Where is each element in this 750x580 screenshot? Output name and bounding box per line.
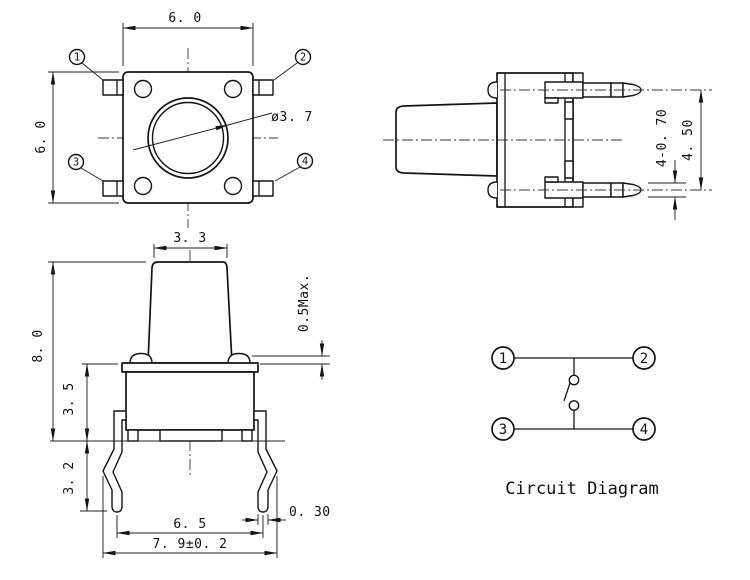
- front-view: 3. 3 8. 0 3. 5 3. 2 0.5Max.: [31, 231, 331, 558]
- terminal-circle: [491, 346, 515, 370]
- dim-total-height: 8. 0: [31, 261, 146, 442]
- callout-number: 2: [300, 52, 306, 64]
- pin-tab: [544, 97, 559, 104]
- corner-rivet-3: [133, 176, 153, 196]
- callout-circle: [296, 152, 314, 170]
- extension-lines: [648, 182, 686, 198]
- base-center-boss: [159, 429, 223, 442]
- terminal-circle: [632, 417, 656, 441]
- terminal-number: 2: [640, 351, 648, 367]
- dim-label-pin-pitch: 4. 50: [681, 119, 696, 161]
- contact-upper: [568, 374, 580, 386]
- corner-rivet-1: [133, 79, 153, 99]
- switch-pins-top-view: [102, 79, 274, 197]
- dim-button-diameter: ø3. 7: [132, 110, 313, 151]
- pin-callout-4: 4: [274, 152, 314, 182]
- circuit-wires: [514, 357, 633, 430]
- corner-rivet-4: [223, 176, 243, 196]
- cover-clip-top: [564, 101, 574, 120]
- terminal-2: 2: [632, 346, 656, 370]
- pin-divider-lines: [116, 80, 260, 196]
- dim-label-button-dia: ø3. 7: [271, 110, 313, 125]
- switch-lever: [563, 382, 571, 402]
- dim-label-body-height: 3. 5: [62, 382, 77, 415]
- button-stem-front: [147, 261, 233, 364]
- corner-rivet-2: [223, 79, 243, 99]
- dim-label-width: 6. 0: [168, 11, 201, 26]
- dim-label-height: 6. 0: [34, 120, 49, 153]
- callout-leader: [273, 62, 298, 81]
- top-view: 6. 0 6. 0 ø3. 7 1 2 3: [34, 11, 314, 228]
- callout-circle: [68, 48, 86, 66]
- dim-label-stroke-max: 0.5Max.: [297, 274, 312, 332]
- side-view-centerlines: [383, 89, 712, 191]
- pin-tab: [544, 176, 559, 183]
- cover-bumps-front: [129, 352, 251, 364]
- dim-label-leg-span-inner: 6. 5: [173, 517, 206, 532]
- dim-top-height: 6. 0: [34, 71, 119, 204]
- terminal-number: 3: [499, 422, 507, 438]
- extension-lines: [153, 244, 228, 258]
- base-stub-left: [127, 429, 139, 442]
- side-view: 4-0. 70 4. 50: [383, 72, 712, 220]
- leg-left: [102, 410, 127, 513]
- terminal-number: 4: [640, 422, 648, 438]
- dim-label-pin-width: 4-0. 70: [655, 109, 670, 167]
- extension-lines: [48, 71, 119, 204]
- base-stub-right: [241, 429, 253, 442]
- button-stem-side: [395, 102, 498, 177]
- callout-circle: [67, 153, 85, 171]
- cover-plate: [121, 362, 259, 373]
- dim-label-stem-width: 3. 3: [173, 231, 206, 246]
- callout-leader: [81, 62, 104, 81]
- extension-lines: [122, 23, 254, 66]
- terminal-1: 1: [491, 346, 515, 370]
- terminal-circle: [632, 346, 656, 370]
- dim-leg-thickness: 0. 30: [242, 505, 331, 525]
- callout-leader: [80, 167, 104, 182]
- callout-number: 1: [74, 52, 80, 64]
- cover-clip-bottom: [564, 160, 574, 179]
- extension-lines: [102, 476, 278, 558]
- leader-line: [132, 112, 273, 151]
- callout-leader: [274, 166, 301, 182]
- cover-bumps-side: [487, 81, 498, 199]
- dim-pin-width: 4-0. 70: [648, 109, 686, 220]
- dim-label-leg-span-outer: 7. 9±0. 2: [153, 537, 228, 552]
- extension-lines: [252, 355, 330, 365]
- dim-label-leg-thickness: 0. 30: [289, 505, 331, 520]
- dim-leg-span-inner: 6. 5: [116, 515, 264, 538]
- circuit-diagram: 1 2 3 4 Circuit Diagram: [491, 346, 659, 499]
- terminal-circle: [491, 417, 515, 441]
- dim-top-width: 6. 0: [122, 11, 254, 66]
- terminal-number: 1: [499, 351, 507, 367]
- callout-number: 4: [302, 156, 308, 168]
- dim-stem-width: 3. 3: [153, 231, 228, 258]
- pin-callout-1: 1: [68, 48, 104, 81]
- pin-callout-2: 2: [273, 48, 312, 81]
- dim-leg-height: 3. 2: [62, 440, 107, 512]
- button-inner-circle: [151, 101, 225, 175]
- callout-number: 3: [73, 157, 79, 169]
- contact-lower: [568, 400, 580, 411]
- callout-circle: [294, 48, 312, 66]
- circuit-caption: Circuit Diagram: [505, 479, 659, 499]
- terminal-3: 3: [491, 417, 515, 441]
- dim-label-total-height: 8. 0: [31, 329, 46, 362]
- dim-label-leg-height: 3. 2: [62, 461, 77, 494]
- pin-callout-3: 3: [67, 153, 104, 182]
- terminal-4: 4: [632, 417, 656, 441]
- dim-stroke-max: 0.5Max.: [252, 274, 330, 380]
- dim-pin-pitch: 4. 50: [681, 89, 704, 191]
- dim-body-height: 3. 5: [62, 363, 118, 442]
- switch-base: [125, 371, 255, 431]
- leg-right: [253, 410, 278, 513]
- dim-leg-span-outer: 7. 9±0. 2: [102, 476, 278, 558]
